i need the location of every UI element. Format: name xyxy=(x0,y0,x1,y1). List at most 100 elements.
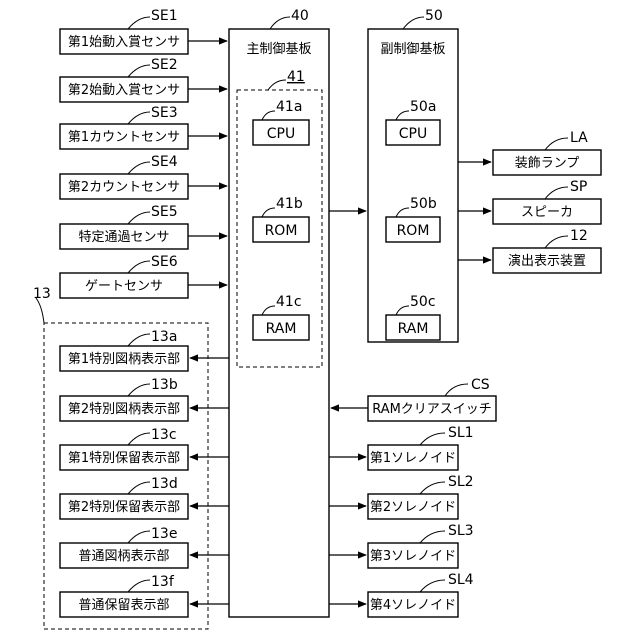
sensor-label: 第2カウントセンサ xyxy=(68,180,180,195)
output-speaker: スピーカ SP xyxy=(493,179,601,224)
ref-label: 13 xyxy=(33,286,51,302)
ref-leader xyxy=(545,236,568,248)
sub-board: 副制御基板 50 CPU 50a ROM 50b RAM 50c xyxy=(368,8,458,342)
sub-board-title: 副制御基板 xyxy=(380,42,445,57)
output-lamp: 装飾ランプ LA xyxy=(493,130,601,175)
display-13c: 第1特別保留表示部 13c xyxy=(60,427,229,470)
sensor-label: 特定通過センサ xyxy=(78,230,169,245)
ram-clear-switch: RAMクリアスイッチ CS xyxy=(331,377,496,421)
sensor-se1: 第1始動入賞センサ SE1 xyxy=(60,8,227,54)
chip-label: ROM xyxy=(265,223,298,239)
ref-leader xyxy=(420,482,445,494)
main-board: 主制御基板 40 41 CPU 41a ROM 41b RAM 41c xyxy=(229,8,329,617)
ref-leader xyxy=(445,384,468,396)
chip-label: RAM xyxy=(266,321,297,337)
ref-label: 50c xyxy=(410,294,436,310)
solenoid-sl3: 第3ソレノイド SL3 xyxy=(329,523,474,568)
ref-leader xyxy=(420,580,445,592)
chip-label: CPU xyxy=(267,126,295,142)
ref-leader xyxy=(420,531,445,543)
ref-label: 13e xyxy=(151,526,177,542)
ref-label: SL3 xyxy=(448,523,474,539)
sensor-label: 第2始動入賞センサ xyxy=(68,83,180,98)
ref-label: SE3 xyxy=(151,105,178,121)
ref-label: SE6 xyxy=(151,254,178,270)
ref-label: 50 xyxy=(425,8,443,24)
display-13a: 第1特別図柄表示部 13a xyxy=(60,329,229,371)
ref-leader xyxy=(270,17,290,29)
ref-label: 41c xyxy=(276,294,302,310)
ref-label: SP xyxy=(570,179,587,195)
solenoid-sl4: 第4ソレノイド SL4 xyxy=(329,572,474,617)
ref-label: SE5 xyxy=(151,204,178,220)
ref-label: 41b xyxy=(276,196,303,212)
display-13f: 普通保留表示部 13f xyxy=(60,574,229,617)
sensor-se5: 特定通過センサ SE5 xyxy=(60,204,227,249)
ref-leader xyxy=(128,112,150,124)
output-label: スピーカ xyxy=(521,205,573,220)
ref-label: 40 xyxy=(291,8,309,24)
ref-label: 13c xyxy=(151,427,177,443)
sensor-se3: 第1カウントセンサ SE3 xyxy=(60,105,227,149)
ref-leader xyxy=(420,433,445,445)
ref-leader xyxy=(128,433,150,445)
solenoid-sl2: 第2ソレノイド SL2 xyxy=(329,474,474,519)
ref-leader xyxy=(128,482,150,494)
ref-leader xyxy=(128,580,150,592)
main-board-title: 主制御基板 xyxy=(246,42,311,57)
ref-label: SE2 xyxy=(151,57,178,73)
ref-label: 50b xyxy=(410,196,437,212)
ref-label: 13a xyxy=(151,329,177,345)
ref-label: 13b xyxy=(151,377,178,393)
ref-leader xyxy=(128,334,150,346)
ref-label: SE1 xyxy=(151,8,178,24)
sensor-se6: ゲートセンサ SE6 xyxy=(60,254,227,298)
ref-label: CS xyxy=(471,377,490,393)
sensor-label: ゲートセンサ xyxy=(85,279,163,294)
ref-leader xyxy=(545,187,568,199)
ref-leader xyxy=(545,138,568,150)
sensor-se2: 第2始動入賞センサ SE2 xyxy=(60,57,227,102)
solenoid-label: 第1ソレノイド xyxy=(370,451,456,466)
solenoid-label: 第3ソレノイド xyxy=(370,549,456,564)
display-label: 第2特別保留表示部 xyxy=(68,500,180,515)
ref-label: 50a xyxy=(410,99,436,115)
ref-leader xyxy=(128,162,150,174)
ref-label: SL2 xyxy=(448,474,474,490)
ref-label: SE4 xyxy=(151,154,178,170)
ref-leader xyxy=(128,384,150,396)
output-label: 装飾ランプ xyxy=(515,156,580,171)
sensor-se4: 第2カウントセンサ SE4 xyxy=(60,154,227,199)
ref-leader xyxy=(128,17,150,29)
switch-label: RAMクリアスイッチ xyxy=(372,402,492,417)
ref-label: 41 xyxy=(287,69,305,85)
output-label: 演出表示装置 xyxy=(508,253,586,269)
display-13b: 第2特別図柄表示部 13b xyxy=(60,377,229,421)
ref-leader xyxy=(128,261,150,273)
display-label: 第1特別図柄表示部 xyxy=(68,352,180,367)
ref-label: 13d xyxy=(151,476,178,492)
ref-label: 13f xyxy=(151,574,175,590)
display-label: 普通図柄表示部 xyxy=(78,549,169,564)
sensor-label: 第1始動入賞センサ xyxy=(68,35,180,50)
chip-label: RAM xyxy=(398,321,429,337)
solenoid-label: 第2ソレノイド xyxy=(370,500,456,515)
output-effect-display: 演出表示装置 12 xyxy=(493,228,601,273)
display-label: 第2特別図柄表示部 xyxy=(68,402,180,417)
solenoid-label: 第4ソレノイド xyxy=(370,598,456,613)
sensor-label: 第1カウントセンサ xyxy=(68,130,180,145)
ref-label: SL1 xyxy=(448,425,474,441)
ref-leader xyxy=(403,17,424,29)
ref-leader xyxy=(128,65,150,77)
ref-label: 41a xyxy=(276,99,302,115)
chip-label: CPU xyxy=(399,126,427,142)
display-13e: 普通図柄表示部 13e xyxy=(60,526,229,568)
chip-label: ROM xyxy=(397,223,430,239)
ref-leader xyxy=(128,531,150,543)
ref-label: LA xyxy=(570,130,588,146)
display-13d: 第2特別保留表示部 13d xyxy=(60,476,229,519)
solenoid-sl1: 第1ソレノイド SL1 xyxy=(329,425,474,470)
ref-label: 12 xyxy=(570,228,588,244)
display-label: 普通保留表示部 xyxy=(78,598,169,613)
